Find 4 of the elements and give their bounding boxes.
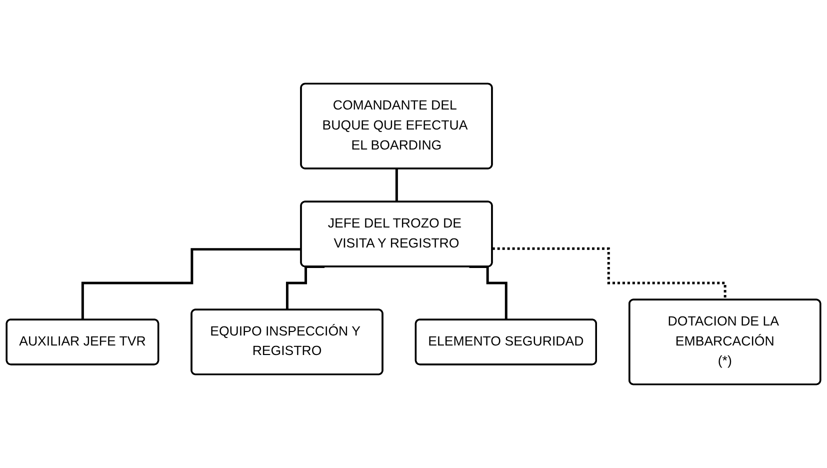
connector xyxy=(469,266,508,322)
connector xyxy=(395,168,398,204)
connector xyxy=(286,266,325,312)
connector xyxy=(81,248,302,322)
